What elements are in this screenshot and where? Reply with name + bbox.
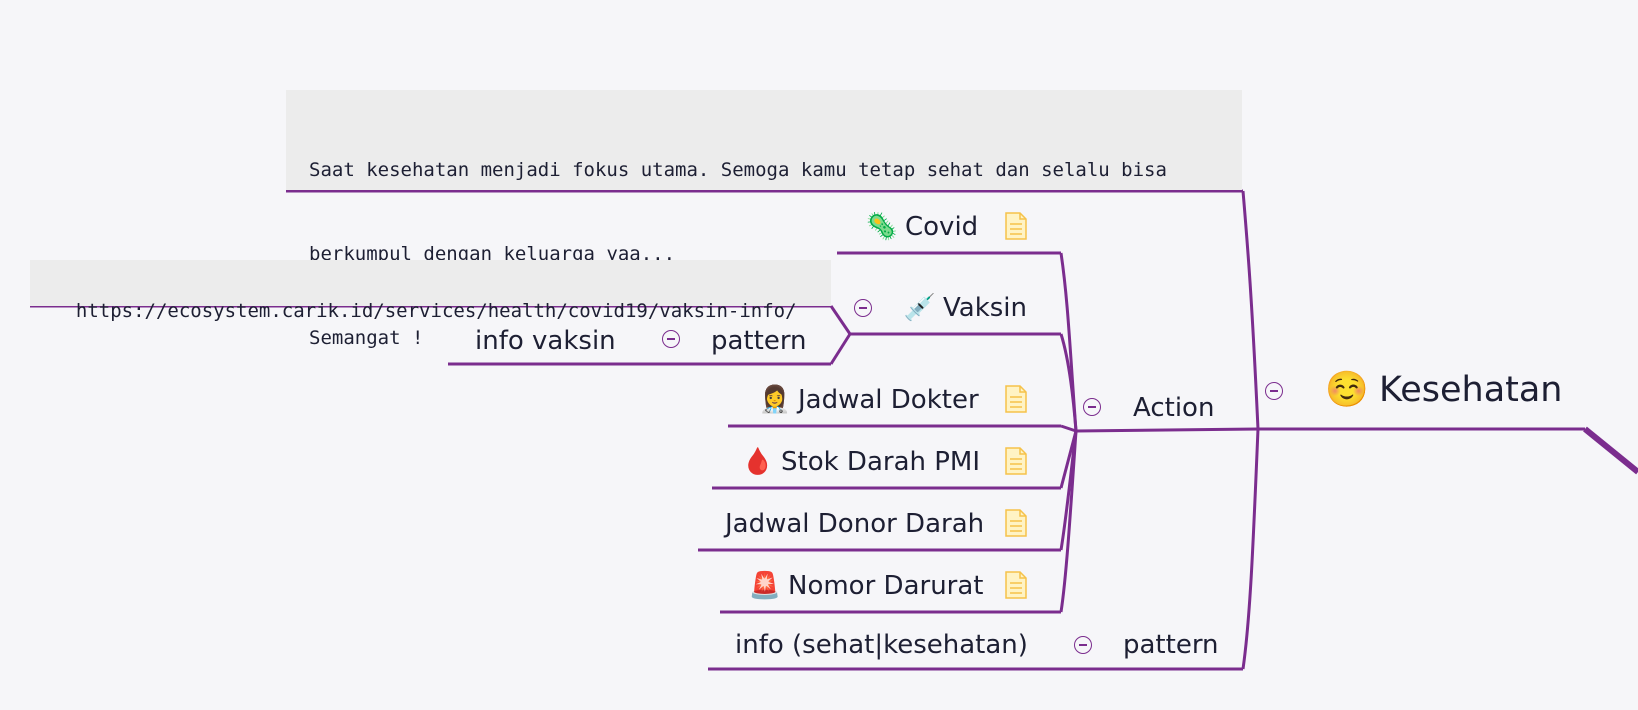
comment-line: Saat kesehatan menjadi fokus utama. Semo… bbox=[309, 159, 1167, 181]
collapse-toggle-action[interactable] bbox=[1083, 398, 1101, 416]
jadwal-dokter-label: Jadwal Dokter bbox=[798, 385, 979, 415]
vaksin-label: Vaksin bbox=[943, 293, 1028, 323]
action-label: Action bbox=[1133, 393, 1215, 423]
covid-label: Covid bbox=[905, 212, 979, 242]
blood-drop-icon: 🩸 bbox=[741, 447, 775, 477]
node-jadwal-dokter[interactable]: 👩‍⚕️Jadwal Dokter bbox=[758, 385, 979, 415]
node-vaksin-pattern[interactable]: pattern bbox=[711, 326, 807, 356]
comment-box: Saat kesehatan menjadi fokus utama. Semo… bbox=[286, 90, 1242, 349]
siren-icon: 🚨 bbox=[748, 571, 782, 601]
node-vaksin[interactable]: 💉Vaksin bbox=[903, 293, 1027, 323]
url-box: https://ecosystem.carik.id/services/heal… bbox=[30, 260, 831, 322]
info-sehat-label: info (sehat|kesehatan) bbox=[735, 630, 1028, 660]
collapse-toggle-vaksin-pattern[interactable] bbox=[662, 330, 680, 348]
node-nomor-darurat[interactable]: 🚨Nomor Darurat bbox=[748, 571, 984, 601]
node-info-sehat[interactable]: info (sehat|kesehatan) bbox=[735, 630, 1028, 660]
node-info-vaksin[interactable]: info vaksin bbox=[475, 326, 616, 356]
collapse-toggle-vaksin[interactable] bbox=[854, 299, 872, 317]
nomor-darurat-label: Nomor Darurat bbox=[788, 571, 984, 601]
syringe-icon: 💉 bbox=[903, 293, 937, 323]
vaksin-url: https://ecosystem.carik.id/services/heal… bbox=[75, 300, 797, 322]
doctor-icon: 👩‍⚕️ bbox=[758, 385, 792, 415]
relieved-face-icon: ☺️ bbox=[1325, 370, 1369, 410]
note-icon[interactable] bbox=[1005, 571, 1027, 599]
node-stok-darah-pmi[interactable]: 🩸Stok Darah PMI bbox=[741, 447, 980, 477]
note-icon[interactable] bbox=[1005, 447, 1027, 475]
root-label: Kesehatan bbox=[1379, 370, 1563, 410]
comment-line: Semangat ! bbox=[309, 327, 424, 349]
node-covid[interactable]: 🦠Covid bbox=[865, 212, 978, 242]
node-jadwal-donor-darah[interactable]: Jadwal Donor Darah bbox=[725, 509, 984, 539]
comment-line: berkumpul dengan keluarga yaa... bbox=[309, 243, 676, 265]
note-icon[interactable] bbox=[1005, 212, 1027, 240]
info-vaksin-label: info vaksin bbox=[475, 326, 616, 356]
note-icon[interactable] bbox=[1005, 509, 1027, 537]
vaksin-pattern-label: pattern bbox=[711, 326, 807, 356]
collapse-toggle-root-pattern[interactable] bbox=[1074, 636, 1092, 654]
virus-icon: 🦠 bbox=[865, 212, 899, 242]
note-icon[interactable] bbox=[1005, 385, 1027, 413]
root-node-kesehatan[interactable]: ☺️Kesehatan bbox=[1325, 370, 1563, 410]
node-action[interactable]: Action bbox=[1133, 393, 1214, 423]
collapse-toggle-root[interactable] bbox=[1265, 382, 1283, 400]
node-root-pattern[interactable]: pattern bbox=[1123, 630, 1219, 660]
root-pattern-label: pattern bbox=[1123, 630, 1219, 660]
jadwal-donor-label: Jadwal Donor Darah bbox=[725, 509, 985, 539]
stok-darah-label: Stok Darah PMI bbox=[781, 447, 981, 477]
